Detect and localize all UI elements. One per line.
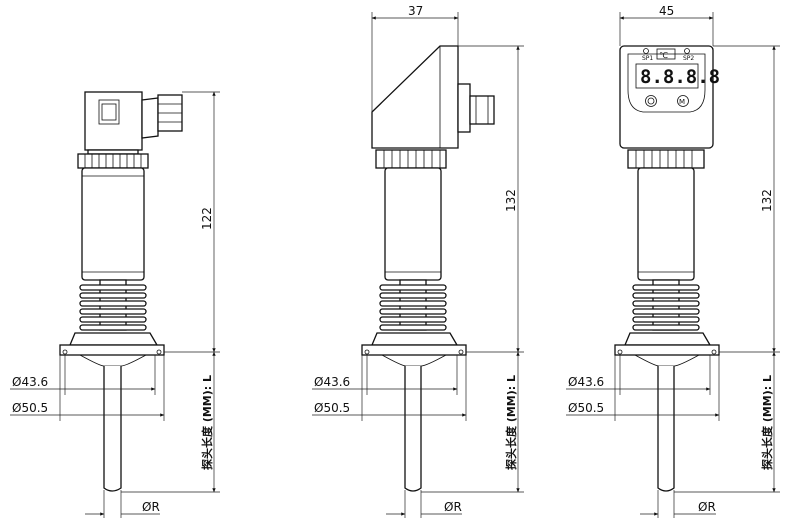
clamp-flange bbox=[59, 344, 165, 356]
sensor-body bbox=[384, 167, 442, 281]
view-2-display-side: 37 132 探头长度 (MM): L Ø43.6 Ø50.5 ØR bbox=[312, 4, 524, 518]
probe-length-label: 探头长度 (MM): L bbox=[760, 375, 774, 470]
diameter-50-label: Ø50.5 bbox=[12, 401, 48, 415]
diameter-50-label: Ø50.5 bbox=[314, 401, 350, 415]
clamp-flange bbox=[614, 344, 720, 356]
display-panel bbox=[627, 53, 706, 113]
probe-dia-label: ØR bbox=[698, 500, 716, 514]
probe-rod bbox=[657, 366, 675, 492]
display-digits: 8.8.8.8 bbox=[640, 66, 720, 88]
seven-segment-display bbox=[635, 63, 699, 89]
width-dim-label: 37 bbox=[408, 4, 423, 18]
probe-rod bbox=[404, 366, 422, 492]
plug-housing bbox=[84, 91, 143, 151]
cooling-fins bbox=[379, 279, 447, 331]
width-dim-label: 45 bbox=[659, 4, 674, 18]
clamp-flange bbox=[361, 344, 467, 356]
cooling-fins bbox=[632, 279, 700, 331]
height-dim-label: 122 bbox=[200, 207, 214, 230]
sensor-body bbox=[81, 167, 145, 281]
button-o[interactable] bbox=[645, 95, 657, 107]
display-head-front bbox=[619, 45, 714, 149]
view-1-plug-side: 122 探头长度 (MM): L Ø43.6 Ø50.5 ØR bbox=[10, 91, 220, 518]
diameter-50-label: Ø50.5 bbox=[568, 401, 604, 415]
probe-length-label: 探头长度 (MM): L bbox=[200, 375, 214, 470]
svg-text:SP2: SP2 bbox=[683, 55, 694, 62]
unit-indicator: ℃ bbox=[659, 51, 668, 60]
display-head-side bbox=[371, 45, 459, 149]
clamp-flange-top bbox=[69, 332, 159, 346]
sensor-body bbox=[637, 167, 695, 281]
diameter-43-label: Ø43.6 bbox=[568, 375, 604, 389]
side-connector bbox=[469, 95, 495, 125]
height-dim-label: 132 bbox=[504, 189, 518, 212]
probe-length-label: 探头长度 (MM): L bbox=[504, 375, 518, 470]
view-3-display-front: SP1 SP2 ℃ 8.8.8.8 M bbox=[566, 4, 780, 518]
diameter-43-label: Ø43.6 bbox=[12, 375, 48, 389]
probe-dia-label: ØR bbox=[142, 500, 160, 514]
svg-text:SP1: SP1 bbox=[642, 55, 653, 62]
svg-text:M: M bbox=[679, 98, 685, 106]
button-m[interactable] bbox=[677, 95, 689, 107]
cooling-fins bbox=[79, 279, 147, 331]
diameter-43-label: Ø43.6 bbox=[314, 375, 350, 389]
probe-dia-label: ØR bbox=[444, 500, 462, 514]
height-dim-label: 132 bbox=[760, 189, 774, 212]
probe-rod bbox=[103, 366, 122, 492]
